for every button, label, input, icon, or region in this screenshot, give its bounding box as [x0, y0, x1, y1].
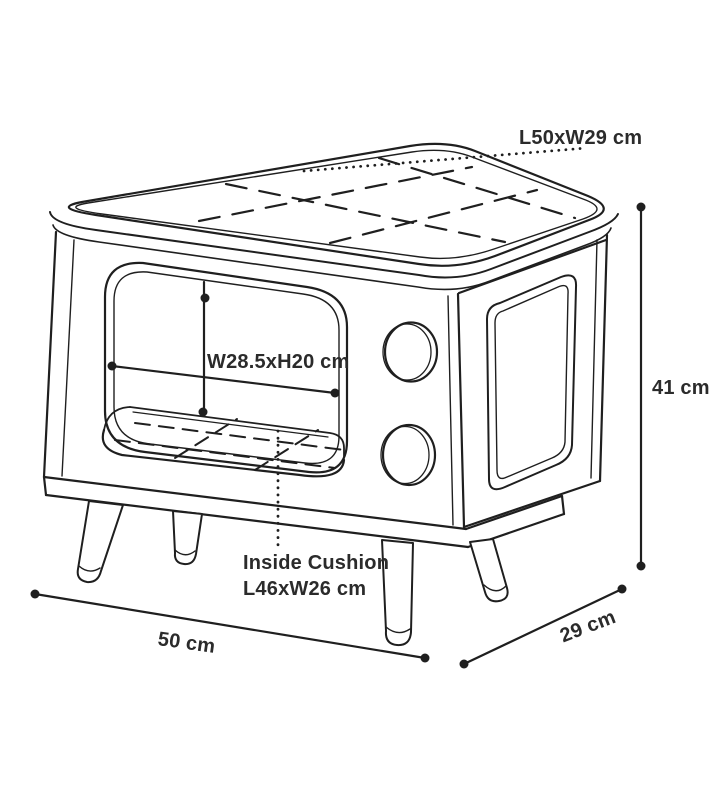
cushion-left-corner	[104, 407, 130, 430]
cushion-front-edge	[103, 430, 344, 476]
leg-front-left-foot-line	[79, 566, 100, 571]
knob-lower	[381, 425, 435, 485]
dim-depth	[459, 584, 627, 669]
side-top-edge	[459, 240, 606, 293]
lid-rim-edge	[50, 212, 618, 277]
side-back-edge	[600, 235, 607, 481]
opening-inner	[114, 272, 339, 464]
cabinet-top-rim	[53, 225, 611, 289]
dim-opening-height	[198, 282, 210, 417]
cabinet-front-face	[44, 232, 466, 529]
cushion-back-edge	[130, 407, 344, 458]
leg-back-left-foot-line	[175, 550, 195, 555]
side-panel-inner	[495, 286, 568, 479]
leg-back-right-foot-line	[484, 585, 506, 591]
inside-cushion	[103, 407, 344, 476]
front-right-inner-line	[448, 296, 453, 525]
dim-opening-width	[107, 361, 340, 398]
side-panel-outer	[487, 275, 576, 489]
top-cushion-size-label: L50xW29 cm	[519, 127, 643, 149]
cushion-quilting-dashes	[115, 419, 344, 470]
cabinet-right-side	[459, 235, 607, 527]
leg-back-right	[470, 539, 508, 601]
dim-height	[636, 202, 646, 571]
leader-top-cushion	[304, 148, 587, 171]
cushion-back-edge-double	[133, 412, 328, 437]
knob-upper	[383, 323, 437, 382]
plinth-right-cap	[562, 496, 564, 514]
inside-cushion-label: Inside Cushion L46xW26 cm	[243, 550, 389, 602]
front-bottom-edge	[44, 477, 466, 529]
front-left-edge	[44, 232, 56, 477]
leg-front-right	[382, 540, 413, 645]
opening-outer	[105, 263, 347, 473]
leg-front-right-foot-line	[386, 627, 410, 633]
height-label: 41 cm	[652, 377, 710, 399]
dim-width	[30, 589, 430, 663]
dimension-lines	[30, 148, 646, 669]
top-cushion-outer-outline	[69, 144, 604, 266]
inside-cushion-label-size: L46xW26 cm	[243, 578, 367, 600]
top-cushion	[50, 144, 618, 290]
top-cushion-inner-seam	[76, 150, 597, 258]
front-left-inner-line	[62, 240, 74, 476]
inside-cushion-label-title: Inside Cushion	[243, 552, 390, 574]
leg-back-left	[173, 511, 202, 564]
top-quilting-dashes	[199, 158, 575, 243]
plinth-left-cap	[44, 477, 46, 495]
tv-opening	[105, 263, 347, 473]
side-bottom-edge	[464, 481, 600, 527]
opening-size-label: W28.5xH20 cm	[207, 351, 350, 373]
front-right-edge	[458, 294, 464, 527]
legs	[78, 501, 508, 645]
side-back-inner-line	[591, 240, 597, 478]
leg-front-left	[78, 501, 123, 582]
plinth-side-top	[466, 496, 562, 529]
